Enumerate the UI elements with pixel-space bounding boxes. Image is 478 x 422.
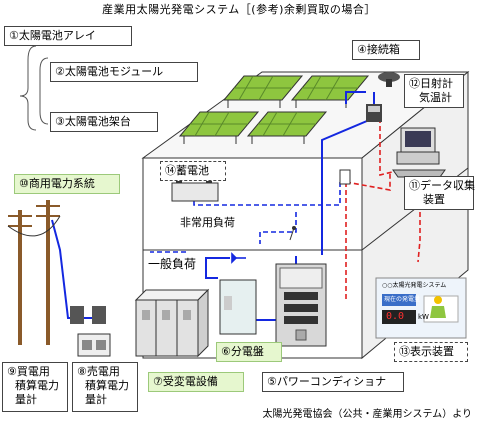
label-substation: ⑦受変電設備 [148, 372, 244, 392]
label-battery: ⑭蓄電池 [160, 161, 226, 181]
display-unit: kW [418, 313, 429, 321]
substation-equipment [134, 288, 210, 358]
label-distribution: ⑥分電盤 [216, 342, 282, 362]
array-bracket [19, 45, 37, 131]
label-array: ①太陽電池アレイ [4, 26, 132, 46]
solar-module-4 [246, 111, 328, 144]
junction-inner-box [339, 169, 351, 185]
utility-poles [18, 200, 50, 345]
irradiance-sensor [378, 72, 400, 87]
computer [392, 127, 446, 178]
solar-module-2 [290, 75, 370, 108]
display-value: 0.0 [386, 311, 405, 322]
label-grid: ⑩商用電力系統 [14, 174, 120, 194]
label-buy-meter: ⑨買電用 積算電力 量計 [2, 362, 68, 412]
label-power-conditioner: ⑤パワーコンディショナ [262, 372, 404, 392]
power-conditioner [275, 263, 327, 347]
display-title: ○○太陽光発電システム [382, 282, 447, 289]
solar-module-3 [178, 111, 260, 144]
emergency-switch [289, 226, 296, 241]
label-sell-meter: ⑧売電用 積算電力 量計 [72, 362, 138, 412]
label-module: ②太陽電池モジュール [50, 62, 198, 82]
credit-note: 太陽光発電協会（公共・産業用システム）より [262, 409, 473, 420]
general-load-arrows [231, 252, 246, 264]
grid-wire [7, 215, 61, 237]
pole-crossarms [8, 205, 60, 227]
label-data-collection: ⑪データ収集 装置 [404, 176, 475, 210]
display-device [375, 277, 467, 339]
solar-modules [178, 75, 370, 144]
label-emergency-load: 非常用負荷 [180, 216, 235, 229]
battery-unit [171, 179, 219, 202]
module-bracket [39, 57, 49, 125]
display-subtitle: 現在の発電量 [384, 296, 421, 303]
battery-lines [150, 182, 341, 253]
distribution-board [219, 279, 257, 335]
label-mount: ③太陽電池架台 [50, 112, 158, 132]
label-junction-box: ④接続箱 [352, 40, 420, 60]
meter-pair [70, 306, 111, 357]
solar-module-1 [222, 75, 304, 108]
label-display: ⑬表示装置 [394, 342, 468, 362]
junction-box [366, 104, 382, 122]
diagram-title: 産業用太陽光発電システム［(参考)余剰買取の場合］ [102, 3, 376, 16]
label-general-load: 一般負荷 [148, 257, 197, 271]
label-irradiance: ⑫日射計 気温計 [404, 74, 464, 108]
